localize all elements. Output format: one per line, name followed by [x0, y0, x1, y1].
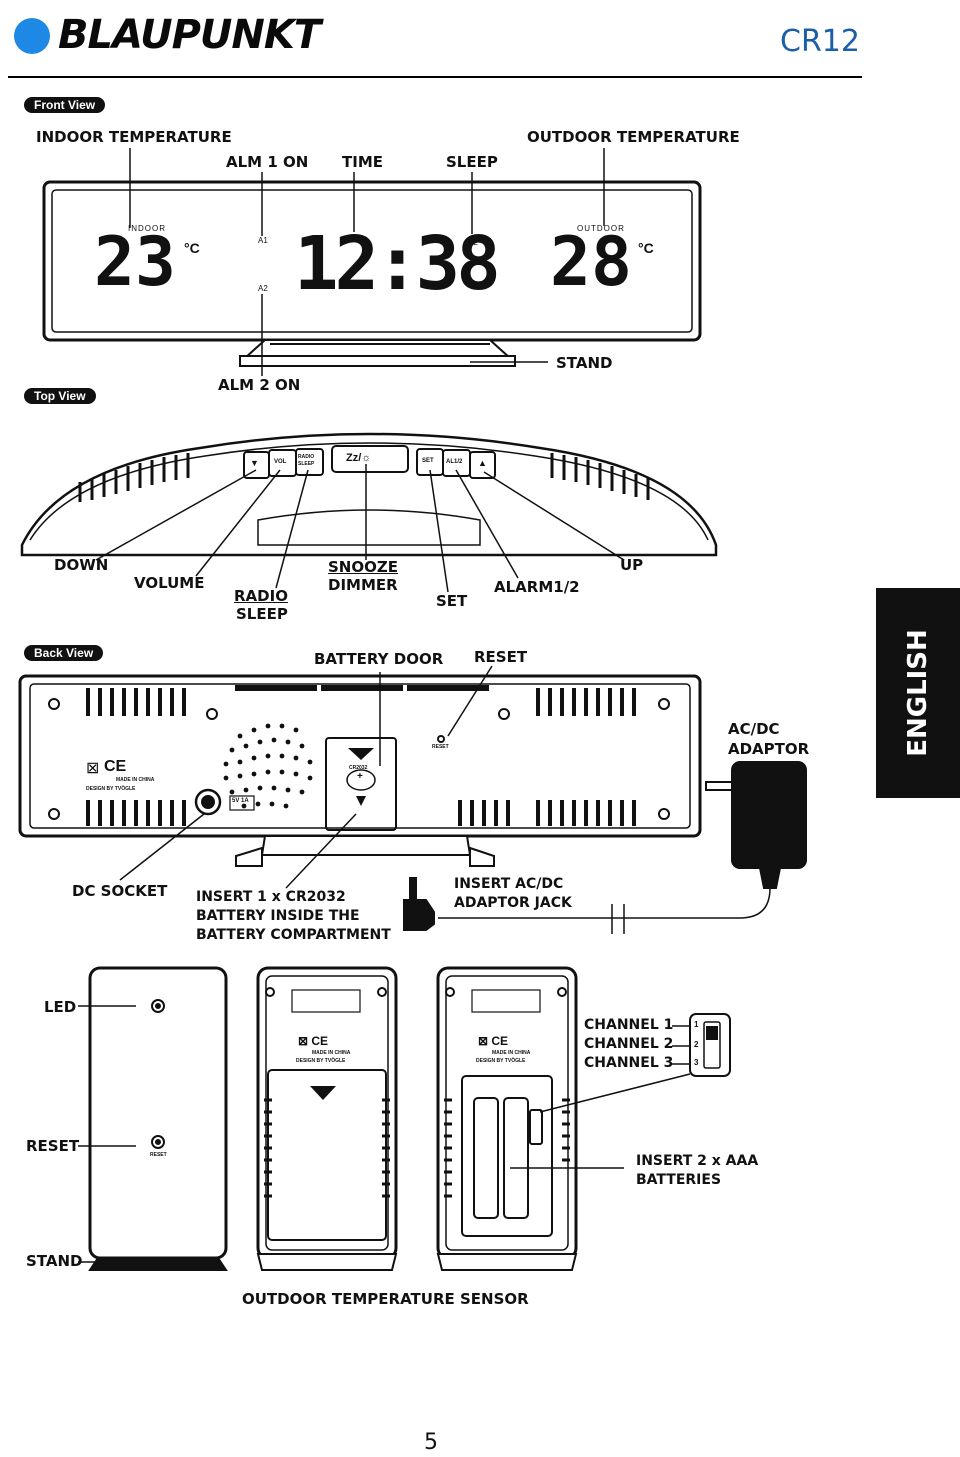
lcd-a2-indicator: A2 — [258, 284, 268, 293]
acdc-adaptor-drawing — [403, 761, 807, 934]
lcd-sl-indicator: SL — [468, 238, 478, 247]
label-dimmer: DIMMER — [328, 576, 398, 594]
top-view-tag: Top View — [24, 388, 96, 404]
label-channel-2: CHANNEL 2 — [584, 1036, 674, 1052]
header-divider — [8, 76, 862, 78]
button-down-glyph: ▼ — [250, 458, 259, 468]
label-acdc: AC/DC — [728, 720, 780, 738]
label-insert-battery-line2: BATTERY INSIDE THE — [196, 908, 360, 924]
language-tab — [876, 588, 960, 798]
label-insert-battery-line1: INSERT 1 x CR2032 — [196, 889, 346, 905]
label-insert-battery-line3: BATTERY COMPARTMENT — [196, 927, 391, 943]
lcd-time-value: 12:38 — [294, 221, 501, 307]
lcd-outdoor-caption: OUTDOOR — [577, 224, 625, 233]
sensor-design-by-2: DESIGN BY TVÖGLE — [476, 1058, 526, 1064]
label-set: SET — [436, 592, 468, 610]
sensor-front-drawing — [78, 966, 228, 1271]
back-view-tag: Back View — [24, 645, 104, 661]
label-outdoor-temperature: OUTDOOR TEMPERATURE — [527, 128, 740, 146]
weee-bin-icon: ⊠ — [86, 760, 100, 777]
top-view-unit — [20, 432, 718, 557]
label-indoor-temperature: INDOOR TEMPERATURE — [36, 128, 232, 146]
label-radio: RADIO — [234, 587, 288, 605]
sensor-reset-print: RESET — [150, 1152, 167, 1158]
switch-number-3: 3 — [694, 1058, 699, 1067]
label-reset: RESET — [474, 648, 528, 666]
label-up: UP — [620, 556, 644, 574]
device-made-in-china: MADE IN CHINA — [116, 777, 155, 783]
sensor-ce-mark-icon-2: ⊠ CE — [478, 1034, 509, 1048]
label-radio-sleep: SLEEP — [236, 605, 288, 623]
brand-name: BLAUPUNKT — [58, 12, 321, 58]
lcd-outdoor-unit: °C — [638, 240, 654, 256]
button-up-glyph: ▲ — [478, 458, 487, 468]
label-volume: VOLUME — [134, 574, 205, 592]
label-sleep: SLEEP — [446, 153, 498, 171]
sensor-design-by: DESIGN BY TVÖGLE — [296, 1058, 346, 1064]
sensor-ce-mark-icon: ⊠ CE — [298, 1034, 329, 1048]
device-rating: 5V 1A — [232, 798, 249, 804]
button-snooze-text: Zz/☼ — [346, 452, 372, 464]
lcd-indoor-unit: °C — [184, 240, 200, 256]
device-design-by: DESIGN BY TVÖGLE — [86, 786, 136, 792]
lcd-outdoor-value: 28 — [550, 223, 632, 302]
back-leader-lines — [119, 665, 493, 889]
sensor-caption: OUTDOOR TEMPERATURE SENSOR — [242, 1290, 529, 1308]
back-view-unit — [18, 674, 702, 867]
brand-logo-dot — [14, 18, 50, 54]
front-leader-lines — [129, 148, 605, 376]
label-insert-jack-line1: INSERT AC/DC — [454, 876, 564, 892]
switch-number-2: 2 — [694, 1040, 699, 1049]
label-sensor-reset: RESET — [26, 1137, 80, 1155]
label-led: LED — [44, 998, 77, 1016]
model-number: CR12 — [780, 24, 860, 59]
label-stand: STAND — [556, 354, 613, 372]
lcd-indoor-value: 23 — [94, 223, 176, 302]
switch-number-1: 1 — [694, 1020, 699, 1029]
ce-mark-icon: CE — [104, 758, 127, 775]
page-number: 5 — [424, 1430, 438, 1455]
label-adaptor: ADAPTOR — [728, 740, 810, 758]
label-alm1-on: ALM 1 ON — [226, 153, 309, 171]
front-display-unit — [42, 180, 702, 367]
label-insert-aaa-line1: INSERT 2 x AAA — [636, 1153, 759, 1169]
device-reset-print: RESET — [432, 744, 449, 750]
label-insert-jack-line2: ADAPTOR JACK — [454, 895, 572, 911]
button-set-text: SET — [422, 458, 434, 464]
label-time: TIME — [342, 153, 383, 171]
label-snooze: SNOOZE — [328, 558, 398, 576]
lcd-indoor-caption: INDOOR — [128, 224, 166, 233]
lcd-a1-indicator: A1 — [258, 236, 268, 245]
device-cr2032-print: CR2032 — [349, 765, 368, 771]
sensor-made-in-china: MADE IN CHINA — [312, 1050, 351, 1056]
sensor-back-door-drawing — [256, 966, 398, 1271]
label-channel-3: CHANNEL 3 — [584, 1055, 674, 1071]
sensor-back-open-drawing — [436, 966, 731, 1271]
sensor-made-in-china-2: MADE IN CHINA — [492, 1050, 531, 1056]
language-tab-label: ENGLISH — [903, 629, 933, 757]
label-down: DOWN — [54, 556, 109, 574]
device-plus-print: + — [357, 771, 363, 782]
label-alm2-on: ALM 2 ON — [218, 376, 301, 394]
button-radio-sleep-text: RADIO SLEEP — [298, 454, 315, 467]
front-view-tag: Front View — [24, 97, 106, 113]
label-channel-1: CHANNEL 1 — [584, 1017, 674, 1033]
label-battery-door: BATTERY DOOR — [314, 650, 444, 668]
label-insert-aaa-line2: BATTERIES — [636, 1172, 722, 1188]
label-sensor-stand: STAND — [26, 1252, 83, 1270]
button-vol-text: VOL — [274, 459, 287, 465]
top-leader-lines — [95, 464, 625, 593]
label-alarm: ALARM1/2 — [494, 578, 580, 596]
button-alm-text: AL1/2 — [446, 459, 463, 465]
speaker-grille — [223, 723, 313, 809]
label-dc-socket: DC SOCKET — [72, 882, 168, 900]
